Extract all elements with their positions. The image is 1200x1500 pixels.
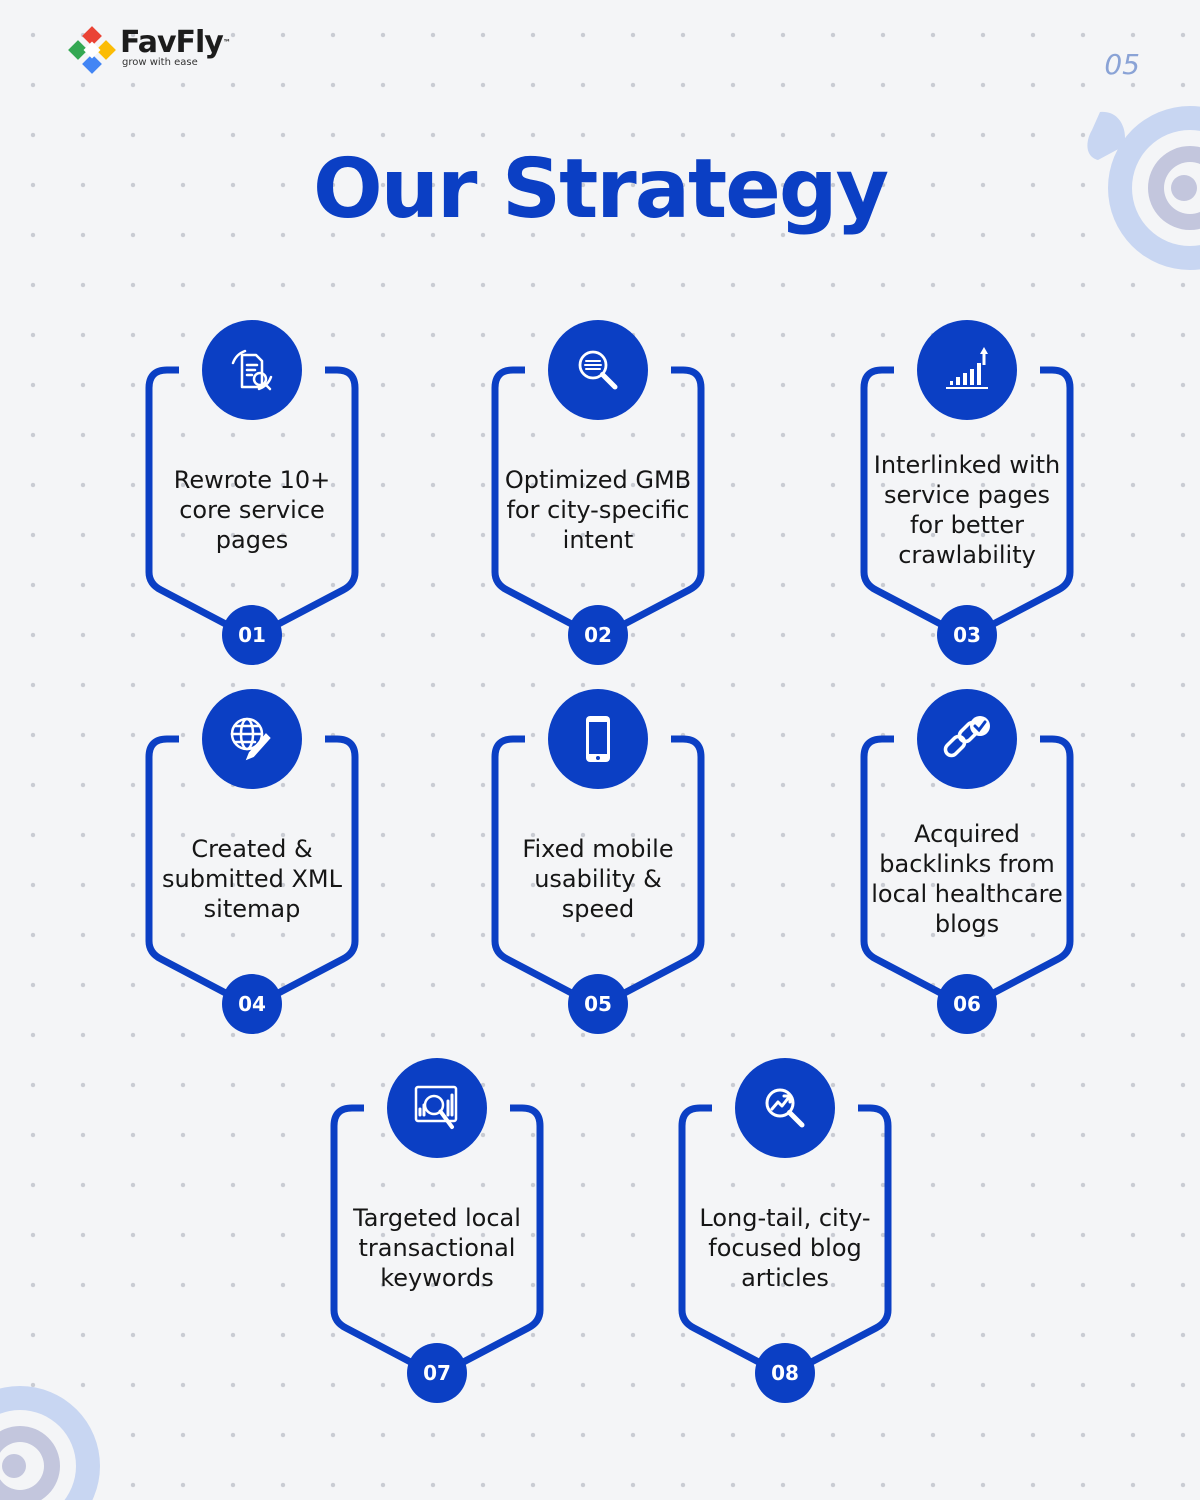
brand-name: FavFly bbox=[120, 25, 224, 60]
card-description: Optimized GMB for city-specific intent bbox=[504, 466, 692, 554]
card-description: Fixed mobile usability & speed bbox=[522, 835, 674, 923]
magnifier-icon bbox=[578, 350, 618, 390]
strategy-card: Interlinked with service pages for bette… bbox=[852, 320, 1082, 670]
growth-chart-icon bbox=[946, 347, 988, 389]
icon-badge bbox=[202, 320, 302, 420]
icon-badge bbox=[917, 320, 1017, 420]
icon-badge bbox=[202, 689, 302, 789]
logo-mark-icon bbox=[68, 26, 116, 74]
card-description: Created & submitted XML sitemap bbox=[162, 835, 342, 923]
icon-badge bbox=[548, 689, 648, 789]
strategy-card: Optimized GMB for city-specific intent 0… bbox=[483, 320, 713, 670]
document-search-icon bbox=[231, 349, 273, 391]
card-description: Targeted local transactional keywords bbox=[353, 1204, 521, 1292]
brand-logo: FavFly™ grow with ease bbox=[68, 25, 231, 74]
step-number: 01 bbox=[222, 605, 282, 665]
target-decoration-icon bbox=[1087, 106, 1200, 270]
card-description: Rewrote 10+ core service pages bbox=[173, 466, 331, 554]
page-number: 05 bbox=[1104, 48, 1140, 81]
card-description: Acquired backlinks from local healthcare… bbox=[871, 820, 1063, 938]
card-description: Long-tail, city-focused blog articles bbox=[699, 1204, 871, 1292]
analytics-search-icon bbox=[414, 1085, 458, 1129]
globe-pencil-icon bbox=[230, 717, 271, 761]
link-check-icon bbox=[943, 716, 990, 758]
strategy-card: Acquired backlinks from local healthcare… bbox=[852, 689, 1082, 1039]
step-number: 02 bbox=[568, 605, 628, 665]
page-title: Our Strategy bbox=[312, 142, 889, 237]
strategy-card: Created & submitted XML sitemap 04 bbox=[137, 689, 367, 1039]
brand-trademark: ™ bbox=[222, 38, 231, 47]
icon-badge bbox=[387, 1058, 487, 1158]
target-decoration-icon bbox=[0, 1386, 100, 1500]
step-number: 08 bbox=[755, 1343, 815, 1403]
strategy-card: Rewrote 10+ core service pages 01 bbox=[137, 320, 367, 670]
strategy-card: Long-tail, city-focused blog articles 08 bbox=[670, 1058, 900, 1408]
icon-badge bbox=[548, 320, 648, 420]
strategy-card: Fixed mobile usability & speed 05 bbox=[483, 689, 713, 1039]
step-number: 05 bbox=[568, 974, 628, 1034]
card-description: Interlinked with service pages for bette… bbox=[873, 451, 1061, 569]
strategy-card: Targeted local transactional keywords 07 bbox=[322, 1058, 552, 1408]
search-trend-icon bbox=[765, 1088, 805, 1128]
step-number: 06 bbox=[937, 974, 997, 1034]
step-number: 03 bbox=[937, 605, 997, 665]
step-number: 07 bbox=[407, 1343, 467, 1403]
brand-tagline: grow with ease bbox=[122, 57, 198, 68]
icon-badge bbox=[735, 1058, 835, 1158]
step-number: 04 bbox=[222, 974, 282, 1034]
icon-badge bbox=[917, 689, 1017, 789]
smartphone-icon bbox=[586, 716, 610, 762]
